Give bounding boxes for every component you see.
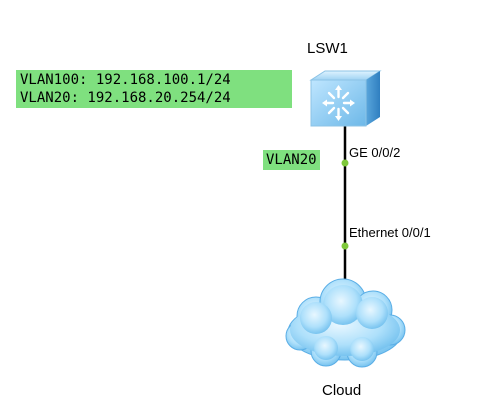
cloud-label: Cloud xyxy=(322,382,362,399)
switch-icon[interactable] xyxy=(309,70,382,127)
vlan20-ip-text: VLAN20: 192.168.20.254/24 xyxy=(20,90,231,106)
vlan-ip-note: VLAN100: 192.168.100.1/24 VLAN20: 192.16… xyxy=(16,70,292,108)
cloud-icon[interactable] xyxy=(285,278,406,368)
vlan100-ip-text: VLAN100: 192.168.100.1/24 xyxy=(20,72,231,88)
port-vlan-note: VLAN20 xyxy=(263,150,320,170)
switch-port-dot[interactable] xyxy=(341,159,349,167)
cloud-port-dot[interactable] xyxy=(341,242,349,250)
switch-port-label: GE 0/0/2 xyxy=(349,145,401,160)
cloud-port-label: Ethernet 0/0/1 xyxy=(349,225,431,240)
switch-label: LSW1 xyxy=(307,40,348,57)
